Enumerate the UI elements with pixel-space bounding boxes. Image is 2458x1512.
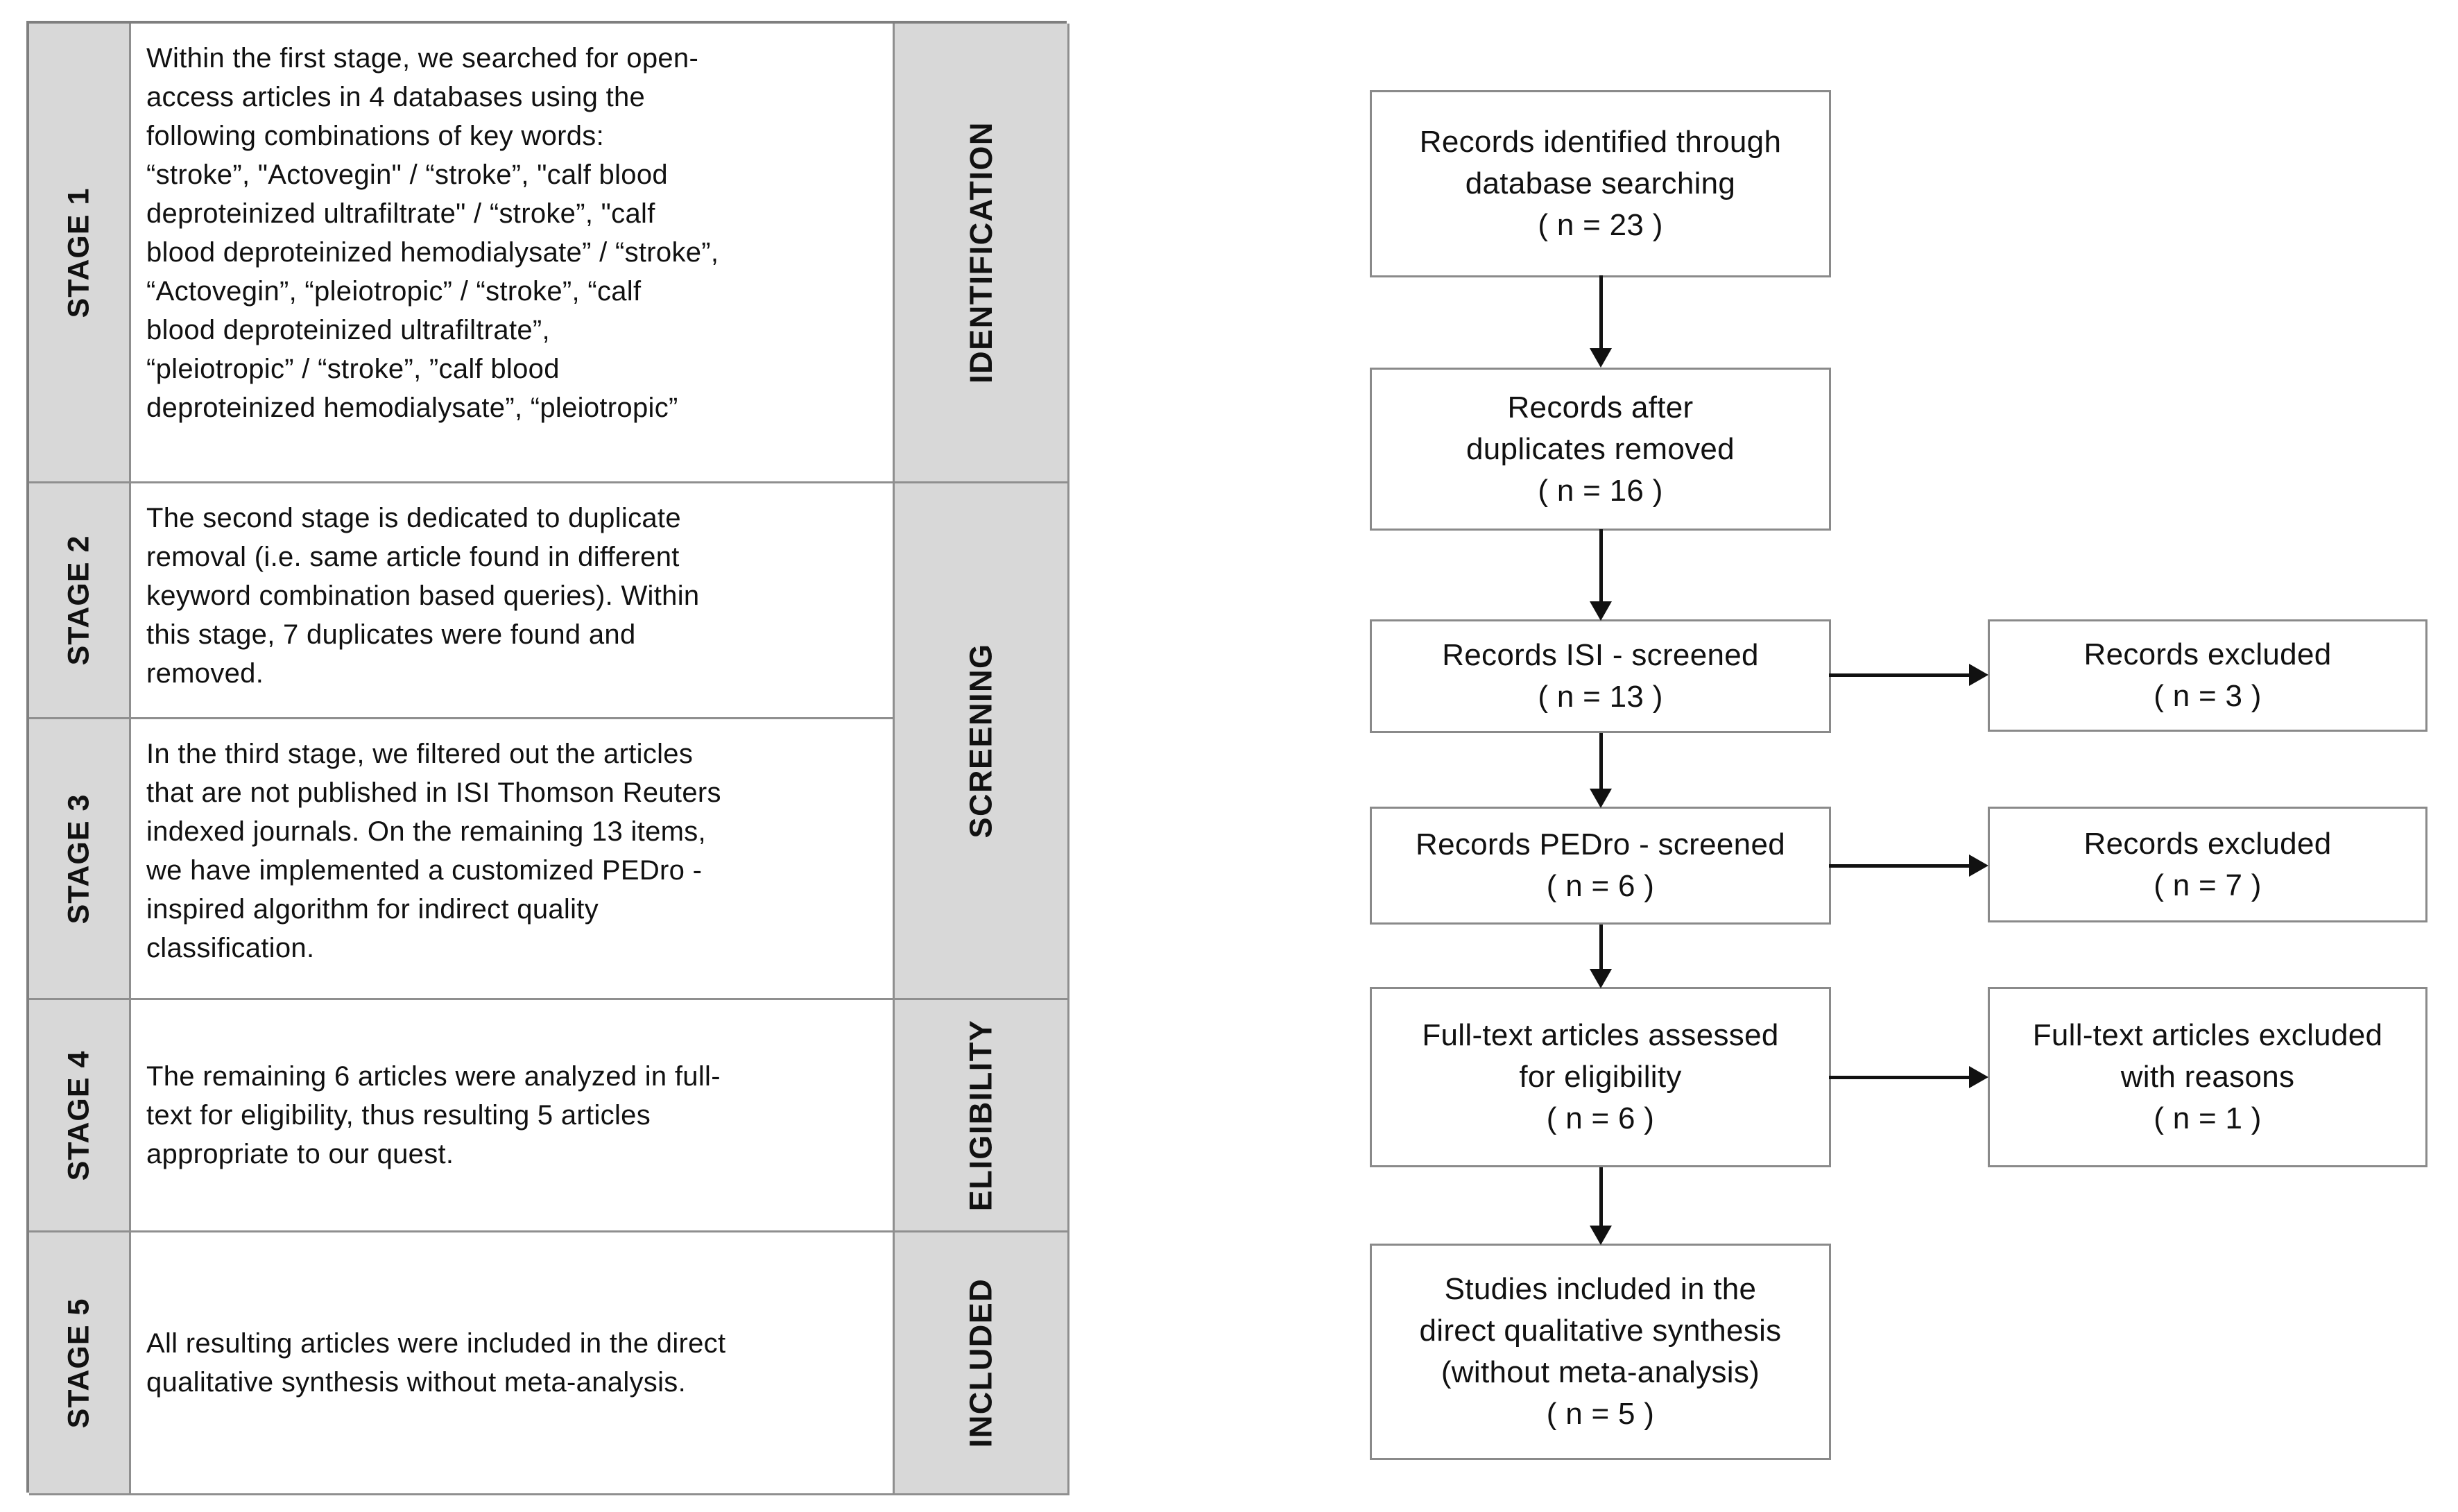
flow-box-records-excluded-pedro-count: ( n = 7 ) xyxy=(2154,868,2262,902)
flow-box-records-excluded-pedro: Records excluded ( n = 7 ) xyxy=(1988,807,2427,922)
flow-box-isi-screened-count: ( n = 13 ) xyxy=(1538,680,1663,714)
stage-3-label: STAGE 3 xyxy=(62,793,96,924)
stage-2-description-cell: The second stage is dedicated to duplica… xyxy=(131,483,895,719)
arrow-down-identified-to-duplicates xyxy=(1589,275,1613,368)
flow-box-records-identified-count: ( n = 23 ) xyxy=(1538,208,1663,242)
stage-1-description-cell: Within the first stage, we searched for … xyxy=(131,24,895,483)
stage-2-label-wrap: STAGE 2 xyxy=(29,483,129,717)
stage-table: STAGE 1 Within the first stage, we searc… xyxy=(26,21,1069,1495)
arrow-head-icon xyxy=(1969,664,1988,686)
arrow-line xyxy=(1599,925,1603,969)
flow-box-isi-screened-label: Records ISI - screened xyxy=(1442,638,1759,672)
stage-1-label-cell: STAGE 1 xyxy=(29,24,131,483)
arrow-line xyxy=(1599,733,1603,789)
flow-box-records-identified-label: Records identified through database sear… xyxy=(1419,125,1782,200)
arrow-down-isi-to-pedro xyxy=(1589,733,1613,808)
arrow-right-fulltext-to-excluded xyxy=(1829,1065,1988,1089)
stage-3-description-text: In the third stage, we filtered out the … xyxy=(146,739,721,963)
phase-eligibility-cell: ELIGIBILITY xyxy=(895,1000,1069,1232)
phase-eligibility-wrap: ELIGIBILITY xyxy=(895,1000,1067,1230)
flow-box-duplicates-removed: Records after duplicates removed ( n = 1… xyxy=(1370,368,1831,531)
arrow-head-icon xyxy=(1969,1066,1988,1088)
flow-box-pedro-screened-label: Records PEDro - screened xyxy=(1416,827,1785,861)
flow-box-duplicates-removed-count: ( n = 16 ) xyxy=(1538,473,1663,508)
flow-box-isi-screened: Records ISI - screened ( n = 13 ) xyxy=(1370,619,1831,733)
stage-1-label-wrap: STAGE 1 xyxy=(29,24,129,481)
arrow-head-icon xyxy=(1590,969,1612,988)
flow-box-pedro-screened-count: ( n = 6 ) xyxy=(1546,869,1655,903)
stage-4-label-wrap: STAGE 4 xyxy=(29,1000,129,1230)
stage-4-label: STAGE 4 xyxy=(62,1050,96,1180)
arrow-line xyxy=(1829,864,1969,868)
stage-5-description-text: All resulting articles were included in … xyxy=(146,1328,726,1398)
flow-box-records-excluded-isi-label: Records excluded xyxy=(2083,637,2332,671)
stage-4-label-cell: STAGE 4 xyxy=(29,1000,131,1232)
flow-box-fulltext-excluded-label: Full-text articles excluded with reasons xyxy=(2032,1018,2383,1094)
phase-included-label: INCLUDED xyxy=(963,1278,999,1448)
arrow-head-icon xyxy=(1590,1226,1612,1245)
phase-eligibility-label: ELIGIBILITY xyxy=(963,1019,999,1212)
flow-box-studies-included-count: ( n = 5 ) xyxy=(1546,1397,1655,1431)
flow-box-fulltext-excluded: Full-text articles excluded with reasons… xyxy=(1988,987,2427,1167)
phase-screening-wrap: SCREENING xyxy=(895,483,1067,998)
phase-identification-label: IDENTIFICATION xyxy=(963,121,999,384)
stage-5-description-cell: All resulting articles were included in … xyxy=(131,1232,895,1495)
flow-box-fulltext-assessed-label: Full-text articles assessed for eligibil… xyxy=(1422,1018,1779,1094)
arrow-line xyxy=(1599,529,1603,601)
flow-box-records-identified: Records identified through database sear… xyxy=(1370,90,1831,277)
arrow-head-icon xyxy=(1969,854,1988,877)
phase-included-wrap: INCLUDED xyxy=(895,1232,1067,1493)
stage-3-description-cell: In the third stage, we filtered out the … xyxy=(131,719,895,1000)
arrow-right-pedro-to-excluded xyxy=(1829,854,1988,877)
stage-3-label-cell: STAGE 3 xyxy=(29,719,131,1000)
flow-box-fulltext-assessed: Full-text articles assessed for eligibil… xyxy=(1370,987,1831,1167)
arrow-line xyxy=(1829,1075,1969,1079)
stage-1-description-text: Within the first stage, we searched for … xyxy=(146,43,719,423)
flow-box-records-excluded-pedro-label: Records excluded xyxy=(2083,826,2332,861)
flow-box-studies-included-label: Studies included in the direct qualitati… xyxy=(1419,1272,1782,1389)
flow-box-records-excluded-isi: Records excluded ( n = 3 ) xyxy=(1988,619,2427,732)
phase-screening-label: SCREENING xyxy=(963,643,999,839)
flow-box-pedro-screened: Records PEDro - screened ( n = 6 ) xyxy=(1370,807,1831,925)
arrow-line xyxy=(1599,275,1603,348)
phase-identification-wrap: IDENTIFICATION xyxy=(895,24,1067,481)
arrow-head-icon xyxy=(1590,348,1612,368)
arrow-line xyxy=(1599,1167,1603,1226)
flow-box-fulltext-assessed-count: ( n = 6 ) xyxy=(1546,1101,1655,1135)
arrow-down-pedro-to-fulltext xyxy=(1589,925,1613,988)
stage-2-description-text: The second stage is dedicated to duplica… xyxy=(146,503,700,689)
stage-2-label-cell: STAGE 2 xyxy=(29,483,131,719)
phase-screening-cell: SCREENING xyxy=(895,483,1069,1000)
stage-1-label: STAGE 1 xyxy=(62,187,96,318)
arrow-down-duplicates-to-isi xyxy=(1589,529,1613,621)
arrow-down-fulltext-to-included xyxy=(1589,1167,1613,1245)
arrow-head-icon xyxy=(1590,789,1612,808)
flow-box-fulltext-excluded-count: ( n = 1 ) xyxy=(2154,1101,2262,1135)
arrow-right-isi-to-excluded xyxy=(1829,663,1988,687)
phase-included-cell: INCLUDED xyxy=(895,1232,1069,1495)
stage-3-label-wrap: STAGE 3 xyxy=(29,719,129,998)
stage-2-label: STAGE 2 xyxy=(62,535,96,666)
phase-identification-cell: IDENTIFICATION xyxy=(895,24,1069,483)
stage-5-label: STAGE 5 xyxy=(62,1298,96,1428)
arrow-line xyxy=(1829,673,1969,677)
stage-4-description-text: The remaining 6 articles were analyzed i… xyxy=(146,1061,721,1169)
flow-box-records-excluded-isi-count: ( n = 3 ) xyxy=(2154,679,2262,713)
stage-4-description-cell: The remaining 6 articles were analyzed i… xyxy=(131,1000,895,1232)
arrow-head-icon xyxy=(1590,601,1612,621)
flow-box-duplicates-removed-label: Records after duplicates removed xyxy=(1466,390,1735,466)
flow-box-studies-included: Studies included in the direct qualitati… xyxy=(1370,1244,1831,1460)
stage-5-label-wrap: STAGE 5 xyxy=(29,1232,129,1493)
stage-5-label-cell: STAGE 5 xyxy=(29,1232,131,1495)
